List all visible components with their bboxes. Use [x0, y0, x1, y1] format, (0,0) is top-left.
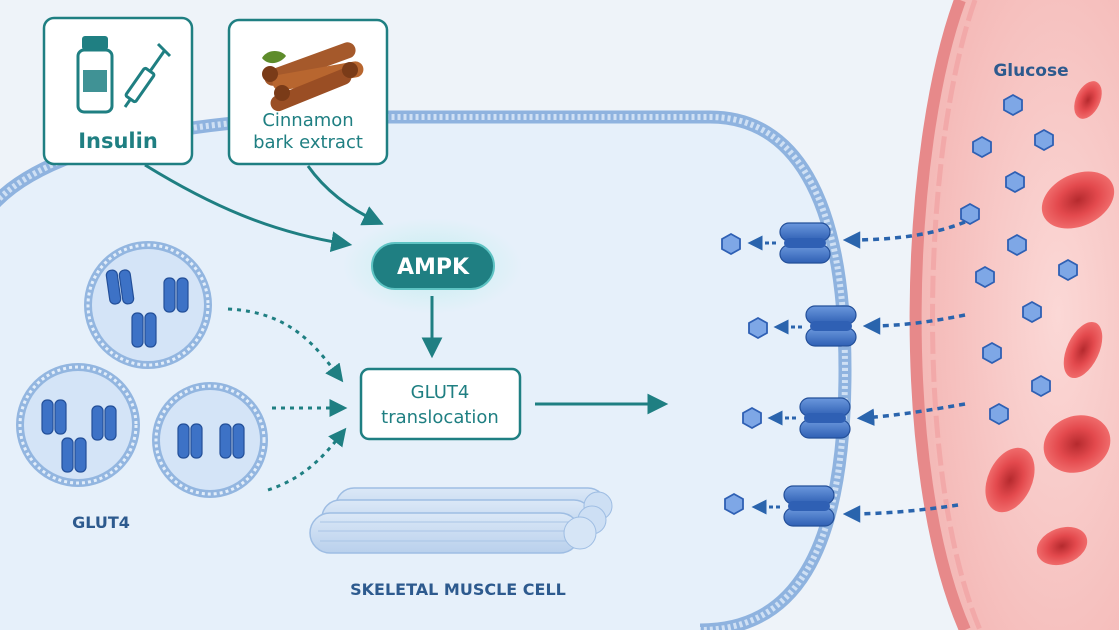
cell-label: SKELETAL MUSCLE CELL	[350, 580, 566, 599]
insulin-box: Insulin	[42, 16, 194, 166]
ampk-node: AMPK	[342, 218, 522, 314]
cinnamon-stick-icon	[262, 42, 364, 112]
glucose-molecules-inside	[721, 232, 768, 516]
translocation-box: GLUT4 translocation	[359, 367, 522, 441]
insulin-label: Insulin	[78, 129, 158, 153]
input-arrows	[144, 163, 384, 253]
glut4-transporter-4	[783, 485, 835, 527]
glucose-label: Glucose	[993, 61, 1068, 81]
glut4-vesicle-3	[152, 382, 268, 498]
insulin-vial-icon	[76, 36, 114, 114]
translocation-line1: GLUT4	[411, 382, 470, 403]
red-blood-cells	[985, 81, 1115, 566]
glucose-molecules-blood	[960, 93, 1078, 426]
cinnamon-box: Cinnamon bark extract	[227, 18, 389, 166]
syringe-icon	[123, 42, 172, 108]
glut4-vesicle-2	[16, 363, 140, 487]
glucose-entry-arrows	[747, 235, 802, 515]
glut4-transporter-1	[779, 222, 831, 264]
cinnamon-label-line1: Cinnamon	[262, 110, 353, 131]
ampk-label: AMPK	[397, 255, 470, 280]
glut4-transporter-2	[805, 305, 857, 347]
cinnamon-label-line2: bark extract	[253, 132, 363, 153]
muscle-fiber-icon	[309, 487, 613, 554]
blood-vessel	[909, 0, 1119, 630]
vesicle-arrows	[227, 307, 348, 492]
glucose-uptake-arrows	[842, 220, 966, 523]
glut4-vesicle-1	[84, 241, 212, 369]
translocation-line2: translocation	[381, 407, 499, 428]
vesicle-label: GLUT4	[72, 513, 130, 532]
glut4-transporter-3	[799, 397, 851, 439]
